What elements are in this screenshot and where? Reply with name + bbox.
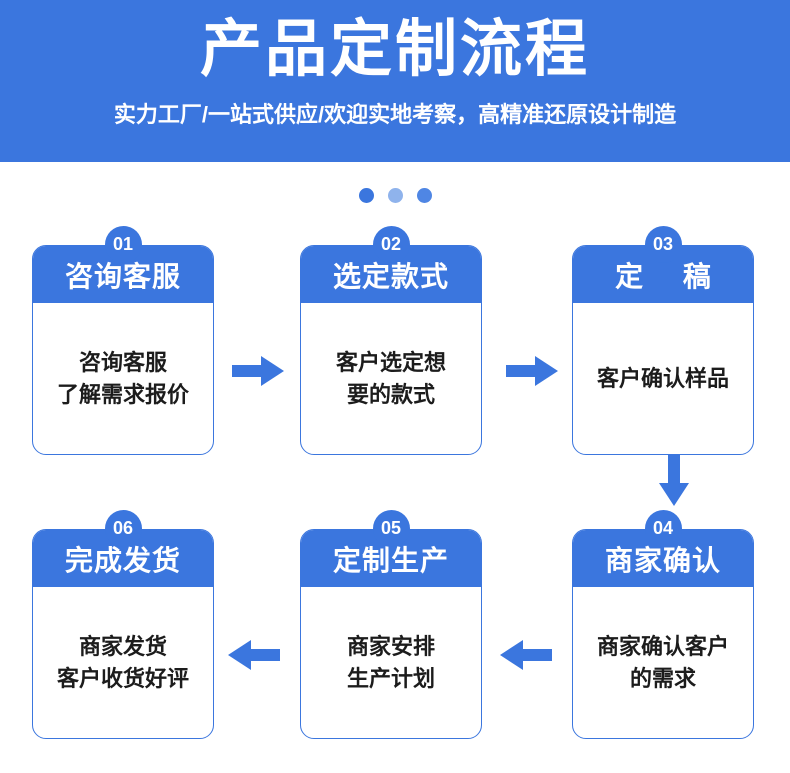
step-card-body-line: 了解需求报价	[56, 381, 189, 407]
step-card-body: 商家确认客户 的需求	[573, 587, 753, 738]
dot-dark-icon	[358, 188, 374, 203]
flow-step-06: 06 完成发货 商家发货 客户收货好评	[32, 510, 214, 739]
step-card-body: 客户选定想 要的款式	[301, 303, 481, 454]
step-number-badge: 03	[644, 226, 682, 263]
decorative-dots	[0, 188, 790, 203]
step-card-body-line: 客户选定想	[335, 350, 446, 376]
step-card-body-line: 生产计划	[346, 665, 435, 691]
step-card-body-line: 商家安排	[346, 634, 435, 660]
arrow-right-step1-to-step2-icon	[232, 356, 284, 386]
step-card: 定制生产 商家安排 生产计划	[300, 529, 482, 739]
step-number-badge: 01	[104, 226, 142, 263]
step-card-body-line: 咨询客服	[78, 350, 167, 376]
step-card: 咨询客服 咨询客服 了解需求报价	[32, 245, 214, 455]
step-card-body-line: 商家确认客户	[596, 634, 729, 660]
dot-light-icon	[387, 188, 403, 203]
arrow-right-step2-to-step3-icon	[506, 356, 558, 386]
step-card-body: 客户确认样品	[573, 303, 753, 454]
page-header-banner: 产品定制流程 实力工厂/一站式供应/欢迎实地考察，高精准还原设计制造	[0, 0, 790, 162]
step-card-body: 商家安排 生产计划	[301, 587, 481, 738]
process-flow-diagram: 01 咨询客服 咨询客服 了解需求报价 02 选定款式 客户选定想 要的款式 0…	[0, 226, 790, 773]
flow-step-05: 05 定制生产 商家安排 生产计划	[300, 510, 482, 739]
dot-medium-icon	[416, 188, 432, 203]
step-card: 商家确认 商家确认客户 的需求	[572, 529, 754, 739]
arrow-left-step4-to-step5-icon	[500, 640, 552, 670]
step-card-body-line: 商家发货	[78, 634, 167, 660]
step-card-body-line: 要的款式	[346, 381, 435, 407]
step-number-badge: 04	[644, 510, 682, 547]
step-card-title: 选定款式	[301, 246, 481, 303]
step-card-body: 咨询客服 了解需求报价	[33, 303, 213, 454]
step-card: 完成发货 商家发货 客户收货好评	[32, 529, 214, 739]
flow-step-04: 04 商家确认 商家确认客户 的需求	[572, 510, 754, 739]
arrow-down-step3-to-step4-icon	[659, 454, 689, 506]
flow-step-02: 02 选定款式 客户选定想 要的款式	[300, 226, 482, 455]
step-card-title: 完成发货	[33, 530, 213, 587]
page-title: 产品定制流程	[199, 15, 590, 84]
step-card: 定 稿 客户确认样品	[572, 245, 754, 455]
step-card-body-line: 的需求	[629, 665, 696, 691]
step-number-badge: 06	[104, 510, 142, 547]
step-card-body-line: 客户收货好评	[56, 665, 189, 691]
arrow-left-step5-to-step6-icon	[228, 640, 280, 670]
step-number-badge: 05	[372, 510, 410, 547]
step-card-body-line: 客户确认样品	[596, 365, 729, 391]
page-subtitle: 实力工厂/一站式供应/欢迎实地考察，高精准还原设计制造	[113, 102, 677, 128]
step-card: 选定款式 客户选定想 要的款式	[300, 245, 482, 455]
step-number-badge: 02	[372, 226, 410, 263]
flow-step-03: 03 定 稿 客户确认样品	[572, 226, 754, 455]
flow-step-01: 01 咨询客服 咨询客服 了解需求报价	[32, 226, 214, 455]
step-card-body: 商家发货 客户收货好评	[33, 587, 213, 738]
